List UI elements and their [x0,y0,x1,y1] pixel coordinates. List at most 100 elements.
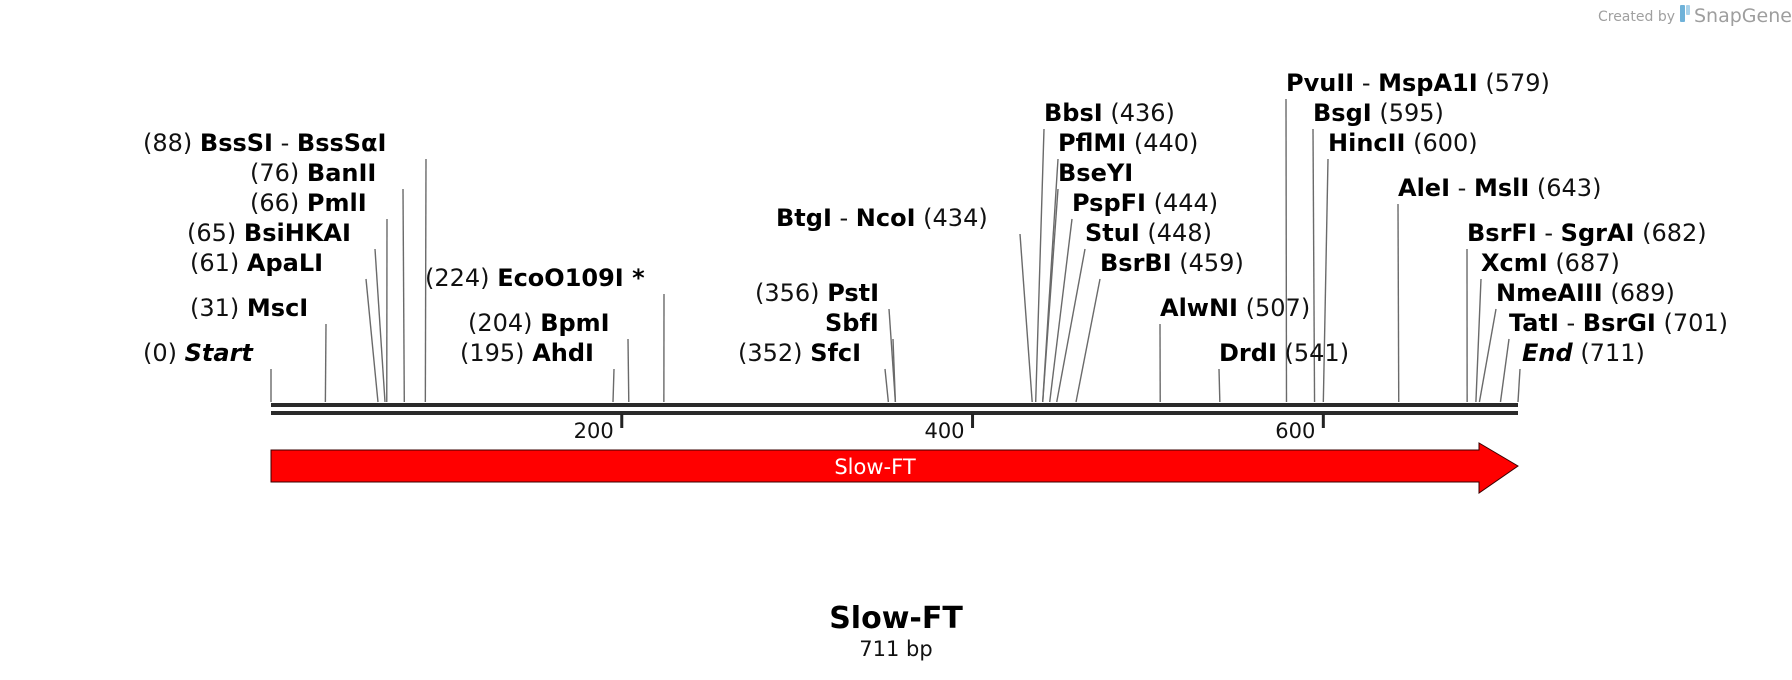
site-enzyme-name: ApaLI [247,249,323,277]
feature-slow-ft[interactable]: Slow-FT [270,442,1519,494]
site-enzyme-name: PspFI [1072,189,1146,217]
site-enzyme-name: BssSI [200,129,273,157]
site-leader-line [1075,278,1101,403]
site-gap [1238,294,1246,322]
site-label-drdi[interactable]: DrdI (541) [1219,339,1349,367]
site-label-start[interactable]: (0) Start [143,339,254,367]
site-gap [525,339,533,367]
site-label-psti[interactable]: (356) PstI [755,279,879,307]
site-gap [916,204,924,232]
site-leader-line [1475,278,1482,403]
site-gap [1634,219,1642,247]
site-label-pmli[interactable]: (66) PmlI [250,189,367,217]
site-enzyme-name: Start [185,339,255,367]
credit-brand: SnapGene [1694,5,1792,27]
feature-arrow[interactable] [270,442,1519,494]
site-enzyme-name: BssSαI [297,129,387,157]
site-position: (444) [1154,189,1219,217]
site-enzyme-name: BsgI [1313,99,1372,127]
site-enzyme-name: SbfI [825,309,879,337]
credit-prefix: Created by [1598,9,1675,25]
scale-tick-label: 600 [1275,419,1315,443]
site-label-apali[interactable]: (61) ApaLI [190,249,323,277]
site-enzyme-name: BbsI [1044,99,1103,127]
site-label-bpmi[interactable]: (204) BpmI [468,309,610,337]
site-label-stui[interactable]: StuI (448) [1085,219,1212,247]
site-label-bsssi[interactable]: (88) BssSI - BssSαI [143,129,386,157]
site-leader-line [1042,188,1059,403]
site-position: (31) [190,294,239,322]
site-label-btgi[interactable]: BtgI - NcoI (434) [776,204,988,232]
site-position: (0) [143,339,177,367]
site-label-hincii[interactable]: HincII (600) [1328,129,1478,157]
site-label-bbsi[interactable]: BbsI (436) [1044,99,1175,127]
site-name-separator: - [1354,69,1378,97]
site-leader-line [374,248,386,403]
site-label-ecoo109i[interactable]: (224) EcoO109I * [425,264,645,292]
site-position: (687) [1555,249,1620,277]
site-position: (600) [1413,129,1478,157]
site-name-separator: - [273,129,297,157]
site-enzyme-name: End [1522,339,1573,367]
site-position: (682) [1642,219,1707,247]
site-label-alwni[interactable]: AlwNI (507) [1160,294,1310,322]
cut-site-labels: (0) Start(31) MscI(61) ApaLI(65) BsiHKAI… [143,69,1728,367]
site-label-end[interactable]: End (711) [1522,339,1645,367]
site-position: (61) [190,249,239,277]
site-label-xcmi[interactable]: XcmI (687) [1481,249,1620,277]
site-position: (434) [923,204,988,232]
site-label-alei[interactable]: AleI - MslI (643) [1398,174,1601,202]
site-label-bsgi[interactable]: BsgI (595) [1313,99,1444,127]
site-position: (65) [187,219,236,247]
site-label-banii[interactable]: (76) BanII [250,159,376,187]
site-position: (579) [1485,69,1550,97]
site-label-sfci[interactable]: (352) SfcI [738,339,861,367]
site-gap [1573,339,1581,367]
site-label-ahdi[interactable]: (195) AhdI [460,339,594,367]
site-label-bseyi[interactable]: BseYI [1058,159,1133,187]
site-position: (195) [460,339,525,367]
site-label-pspfi[interactable]: PspFI (444) [1072,189,1218,217]
site-enzyme-name: EcoO109I * [497,264,645,292]
site-leader-line [892,338,897,403]
site-gap [1103,99,1111,127]
site-enzyme-name: PflMI [1058,129,1126,157]
site-label-tati[interactable]: TatI - BsrGI (701) [1509,309,1728,337]
site-position: (88) [143,129,192,157]
site-enzyme-name: BseYI [1058,159,1133,187]
site-gap [803,339,811,367]
site-gap [1140,219,1148,247]
site-label-nmeaiii[interactable]: NmeAIII (689) [1496,279,1675,307]
site-position: (76) [250,159,299,187]
site-gap [1603,279,1611,307]
site-position: (595) [1379,99,1444,127]
site-leader-line [402,188,405,403]
site-label-bsihkai[interactable]: (65) BsiHKAI [187,219,351,247]
site-enzyme-name: MslI [1474,174,1529,202]
site-gap [533,309,541,337]
site-label-bsrfi[interactable]: BsrFI - SgrAI (682) [1467,219,1707,247]
cut-site-leader-lines [270,98,1521,403]
site-enzyme-name: XcmI [1481,249,1548,277]
site-gap [1405,129,1413,157]
site-enzyme-name: AhdI [532,339,594,367]
site-position: (541) [1285,339,1350,367]
site-name-separator: - [1450,174,1474,202]
snapgene-logo-icon [1680,5,1690,22]
site-enzyme-name: DrdI [1219,339,1277,367]
site-enzyme-name: SgrAI [1561,219,1635,247]
site-enzyme-name: BsrBI [1100,249,1172,277]
site-gap [820,279,828,307]
site-label-bsrbi[interactable]: BsrBI (459) [1100,249,1244,277]
site-label-sbfi[interactable]: SbfI [825,309,879,337]
site-enzyme-name: BsiHKAI [244,219,351,247]
site-position: (224) [425,264,490,292]
site-enzyme-name: PvuII [1286,69,1354,97]
site-label-pflmi[interactable]: PflMI (440) [1058,129,1198,157]
site-enzyme-name: NmeAIII [1496,279,1603,307]
site-label-msci[interactable]: (31) MscI [190,294,308,322]
site-position: (440) [1134,129,1199,157]
site-label-pvuii[interactable]: PvuII - MspA1I (579) [1286,69,1550,97]
site-gap [1172,249,1180,277]
